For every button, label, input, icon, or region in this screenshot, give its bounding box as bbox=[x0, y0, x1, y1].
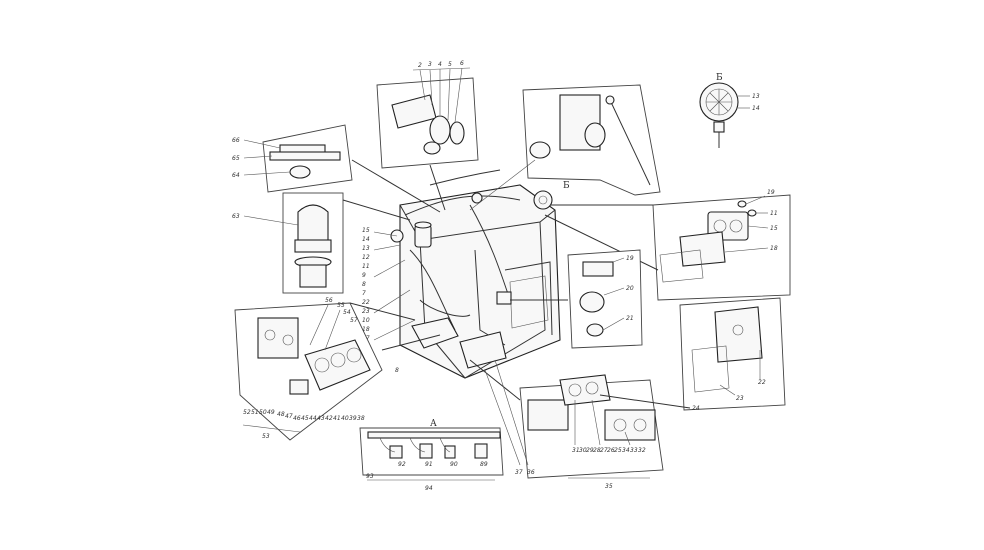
callout-center-7: 7 bbox=[362, 290, 366, 297]
callout-br-4: 27 bbox=[600, 447, 608, 454]
inset-rear-lamp: 19 11 15 18 bbox=[544, 189, 791, 301]
callout-lb-3: 49 bbox=[267, 409, 275, 416]
callout-mid-21: 21 bbox=[626, 315, 634, 322]
inset-switch-group: 2 3 4 5 6 bbox=[376, 60, 479, 211]
callout-2: 2 bbox=[418, 62, 422, 69]
inset-plate: 22 23 bbox=[679, 297, 786, 411]
callout-a-3: 90 bbox=[450, 461, 458, 468]
inset-left-panel: 52 51 50 49 48 47 46 45 44 43 42 41 40 3… bbox=[234, 297, 441, 441]
callout-a-0: 93 bbox=[366, 473, 374, 480]
callout-a-1: 92 bbox=[398, 461, 406, 468]
callout-lb-11: 41 bbox=[333, 415, 341, 422]
callout-13: 13 bbox=[752, 93, 760, 100]
callout-center-10: 10 bbox=[362, 317, 370, 324]
callout-right-19: 19 bbox=[767, 189, 775, 196]
callout-lb-0: 52 bbox=[243, 409, 251, 416]
inset-bottom-right: 24 31 30 29 28 27 26 25 34 33 32 35 bbox=[469, 359, 700, 490]
callout-lt-3: 57 bbox=[350, 317, 358, 324]
callout-65: 65 bbox=[232, 155, 240, 162]
callout-lb-5: 47 bbox=[285, 413, 293, 420]
inset-left-switch: 66 65 64 bbox=[232, 124, 441, 213]
callout-lb-7: 45 bbox=[301, 415, 309, 422]
callout-lb-12: 40 bbox=[341, 415, 349, 422]
inset-a-letter: А bbox=[430, 419, 437, 429]
left-bottom-labels: 52 51 50 49 48 47 46 45 44 43 42 41 40 3… bbox=[242, 297, 365, 440]
callout-br-6: 25 bbox=[614, 447, 622, 454]
callout-br-7: 34 bbox=[622, 447, 630, 454]
inset-b-letter: Б bbox=[716, 73, 723, 83]
callout-lb-14: 38 bbox=[357, 415, 365, 422]
callout-center-4: 11 bbox=[362, 263, 370, 270]
center-bottom-labels: 37 36 bbox=[484, 359, 535, 476]
callout-mid-19: 19 bbox=[626, 255, 634, 262]
callout-lt-1: 55 bbox=[337, 302, 345, 309]
callout-center-3: 12 bbox=[362, 254, 370, 261]
callout-center-11: 18 bbox=[362, 326, 370, 333]
callout-center-9: 23 bbox=[362, 308, 370, 315]
callout-a-4: 89 bbox=[480, 461, 488, 468]
callout-br-2: 29 bbox=[586, 447, 594, 454]
callout-lb-4: 48 bbox=[277, 411, 285, 418]
callout-center-6: 8 bbox=[362, 281, 366, 288]
callout-center-8: 22 bbox=[362, 299, 370, 306]
callout-br-1: 30 bbox=[579, 447, 587, 454]
callout-lb-2: 50 bbox=[259, 409, 267, 416]
callout-br-0: 31 bbox=[572, 447, 580, 454]
inset-headlight: 19 20 21 bbox=[510, 249, 643, 349]
callout-center-0: 15 bbox=[362, 227, 370, 234]
callout-right-11: 11 bbox=[770, 210, 778, 217]
top-row-labels: 2 3 4 5 6 bbox=[418, 60, 464, 69]
callout-14: 14 bbox=[752, 105, 760, 112]
callout-center-8-mark: 8 bbox=[395, 367, 399, 374]
callout-mid-20: 20 bbox=[626, 285, 634, 292]
callout-lb-10: 42 bbox=[325, 415, 333, 422]
callout-lb-8: 44 bbox=[309, 415, 317, 422]
inset-a: А 93 92 91 90 89 94 8 bbox=[359, 367, 504, 492]
callout-right-22: 22 bbox=[758, 379, 766, 386]
callout-5: 5 bbox=[448, 61, 452, 68]
cab-assembly bbox=[390, 169, 561, 379]
callout-center-1: 14 bbox=[362, 236, 370, 243]
callout-right-24: 24 bbox=[692, 405, 700, 412]
callout-4: 4 bbox=[438, 61, 442, 68]
callout-lt-0: 56 bbox=[325, 297, 333, 304]
callout-br-3: 28 bbox=[593, 447, 601, 454]
callout-3: 3 bbox=[428, 61, 432, 68]
callout-cb-1: 36 bbox=[527, 469, 535, 476]
callout-cb-0: 37 bbox=[515, 469, 523, 476]
callout-center-5: 9 bbox=[362, 272, 366, 279]
inset-beacon: 63 bbox=[232, 192, 411, 294]
callout-right-18: 18 bbox=[770, 245, 778, 252]
callout-64: 64 bbox=[232, 172, 240, 179]
callout-lb-group: 53 bbox=[262, 433, 270, 440]
callout-66: 66 bbox=[232, 137, 240, 144]
callout-6: 6 bbox=[460, 60, 464, 67]
inset-b-lamp: Б 13 14 Б bbox=[563, 73, 760, 191]
callout-br-8: 33 bbox=[630, 447, 638, 454]
callout-lt-2: 54 bbox=[343, 309, 351, 316]
callout-lb-9: 43 bbox=[317, 415, 325, 422]
callout-lb-1: 51 bbox=[251, 409, 259, 416]
inset-wiper bbox=[469, 84, 661, 211]
bottom-right-labels: 31 30 29 28 27 26 25 34 33 32 35 bbox=[568, 399, 650, 490]
callout-br-group: 35 bbox=[605, 483, 613, 490]
callout-center-2: 13 bbox=[362, 245, 370, 252]
callout-lb-6: 46 bbox=[293, 415, 301, 422]
callout-right-15: 15 bbox=[770, 225, 778, 232]
callout-a-2: 91 bbox=[425, 461, 433, 468]
callout-63: 63 bbox=[232, 213, 240, 220]
callout-lb-13: 39 bbox=[349, 415, 357, 422]
callout-br-9: 32 bbox=[638, 447, 646, 454]
callout-a-group: 94 bbox=[425, 485, 433, 492]
callout-right-23: 23 bbox=[736, 395, 744, 402]
callout-br-5: 26 bbox=[607, 447, 615, 454]
callout-b-mark: Б bbox=[563, 181, 570, 191]
